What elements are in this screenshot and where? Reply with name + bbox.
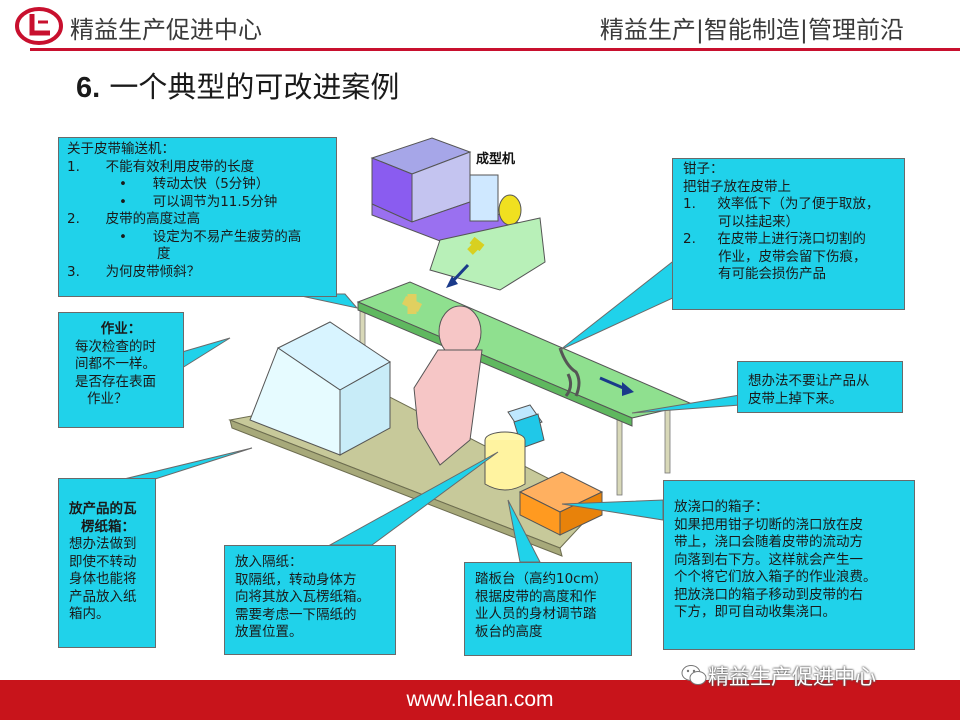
callout-heading: 关于皮带输送机：: [67, 141, 175, 157]
slide-number: 6.: [76, 72, 101, 104]
callout-line: 度: [157, 246, 171, 262]
callout-line: 每次检查的时: [75, 338, 156, 355]
callout-line: 身体也能将: [69, 571, 137, 587]
header: 精益生产促进中心 精益生产|智能制造|管理前沿: [0, 0, 960, 51]
callout-carton: 放产品的瓦 楞纸箱： 想办法做到 即使不转动 身体也能将 产品放入纸 箱内。: [58, 478, 156, 648]
callout-pointer: [181, 337, 231, 369]
callout-pliers: 钳子： 把钳子放在皮带上 1. 效率低下（为了便于取放， 可以挂起来） 2. 在…: [672, 158, 905, 310]
machine-chute: [429, 217, 546, 291]
callout-line: 下方，即可自动收集浇口。: [674, 604, 836, 620]
callout-line: • 可以调节为11.5分钟: [119, 193, 278, 210]
header-divider: [30, 48, 960, 51]
callout-line: 1. 不能有效利用皮带的长度: [67, 158, 255, 175]
callout-prevent-drop: 想办法不要让产品从 皮带上掉下来。: [737, 361, 903, 413]
callout-line: • 设定为不易产生疲劳的高: [119, 228, 302, 245]
callout-line: 踏板台（高约10cm）: [475, 571, 608, 587]
callout-line: 放置位置。: [235, 624, 303, 640]
worker-body: [413, 349, 483, 466]
callout-line: 个个将它们放入箱子的作业浪费。: [674, 569, 877, 585]
footer-url[interactable]: www.hlean.com: [406, 688, 554, 711]
callout-line: 作业，皮带会留下伤痕，: [718, 248, 867, 265]
step-platform: [484, 440, 526, 491]
callout-line: 产品放入纸: [69, 588, 137, 605]
conveyor-belt-edge: [357, 301, 633, 427]
callout-pointer: [559, 246, 691, 351]
flow-arrowhead: [446, 276, 458, 288]
machine-label: 成型机: [476, 151, 515, 167]
callout-line: 即使不转动: [69, 553, 137, 570]
callout-heading: 作业：: [100, 321, 142, 337]
callout-divider: 放入隔纸： 取隔纸，转动身体方 向将其放入瓦楞纸箱。 需要考虑一下隔纸的 放置位…: [224, 545, 396, 655]
wechat-icon: [681, 665, 707, 685]
callout-line: 如果把用钳子切断的浇口放在皮: [674, 516, 863, 533]
callout-line: 想办法做到: [69, 536, 137, 552]
flow-arrow: [450, 263, 470, 284]
machine-shaft: [469, 174, 499, 222]
callout-line: 1. 效率低下（为了便于取放，: [683, 196, 880, 212]
callout-line: 放入隔纸：: [235, 554, 303, 570]
callout-work: 作业： 每次检查的时 间都不一样。 是否存在表面 作业？: [58, 312, 184, 428]
pliers-icon: [558, 347, 581, 397]
watermark-text: 精益生产促进中心: [708, 665, 876, 689]
page-title: 6. 一个典型的可改进案例: [76, 64, 399, 106]
machine-nozzle: [498, 194, 522, 226]
callout-line: 皮带上掉下来。: [748, 390, 843, 407]
callout-heading: 楞纸箱：: [81, 518, 135, 535]
callout-line: 把放浇口的箱子移动到皮带的右: [674, 586, 863, 603]
callout-line: 取隔纸，转动身体方: [235, 571, 357, 588]
brand-name: 精益生产促进中心: [70, 16, 262, 44]
callout-line: 根据皮带的高度和作: [475, 588, 597, 605]
callout-line: • 转动太快（5分钟）: [119, 176, 270, 192]
callout-heading: 钳子：: [683, 161, 724, 177]
callout-line: 3. 为何皮带倾斜？: [67, 263, 201, 280]
callout-line: 可以挂起来）: [718, 213, 799, 230]
callout-line: 2. 在皮带上进行浇口切割的: [683, 231, 866, 247]
callout-line: 向将其放入瓦楞纸箱。: [235, 589, 370, 605]
callout-line: 想办法不要让产品从: [748, 373, 870, 389]
callout-step: 踏板台（高约10cm） 根据皮带的高度和作 业人员的身材调节踏 板台的高度: [464, 562, 632, 656]
callout-line: 带上，浇口会随着皮带的流动方: [674, 534, 863, 550]
callout-conveyor: 关于皮带输送机： 1. 不能有效利用皮带的长度 • 转动太快（5分钟） • 可以…: [58, 137, 337, 297]
callout-line: 把钳子放在皮带上: [683, 178, 791, 195]
callout-line: 2. 皮带的高度过高: [67, 211, 201, 227]
callout-line: 需要考虑一下隔纸的: [235, 606, 357, 623]
logo-icon: [15, 7, 63, 45]
callout-line: 箱内。: [69, 606, 110, 622]
callout-line: 放浇口的箱子：: [674, 499, 769, 515]
callout-line: 板台的高度: [475, 623, 543, 640]
table-leg: [616, 419, 623, 496]
screen-box-side: [339, 361, 391, 456]
header-tagline: 精益生产|智能制造|管理前沿: [599, 16, 904, 44]
callout-pointer: [119, 447, 253, 481]
callout-line: 是否存在表面: [75, 373, 156, 390]
callout-line: 业人员的身材调节踏: [475, 606, 597, 622]
callout-heading: 放产品的瓦: [69, 501, 137, 517]
belt-direction-arrowhead: [622, 382, 634, 396]
product-piece: [467, 236, 485, 255]
slide-title-text: 一个典型的可改进案例: [100, 70, 400, 104]
callout-line: 有可能会损伤产品: [718, 266, 826, 282]
callout-gate-box: 放浇口的箱子： 如果把用钳子切断的浇口放在皮 带上，浇口会随着皮带的流动方 向落…: [663, 480, 915, 650]
callout-line: 间都不一样。: [75, 356, 156, 372]
product-on-belt: [401, 294, 423, 314]
callout-line: 作业？: [87, 391, 128, 407]
table-leg: [664, 407, 671, 474]
footer-bar: [0, 680, 960, 720]
callout-line: 向落到右下方。这样就会产生一: [674, 551, 863, 568]
floor-platform-edge: [229, 419, 563, 557]
